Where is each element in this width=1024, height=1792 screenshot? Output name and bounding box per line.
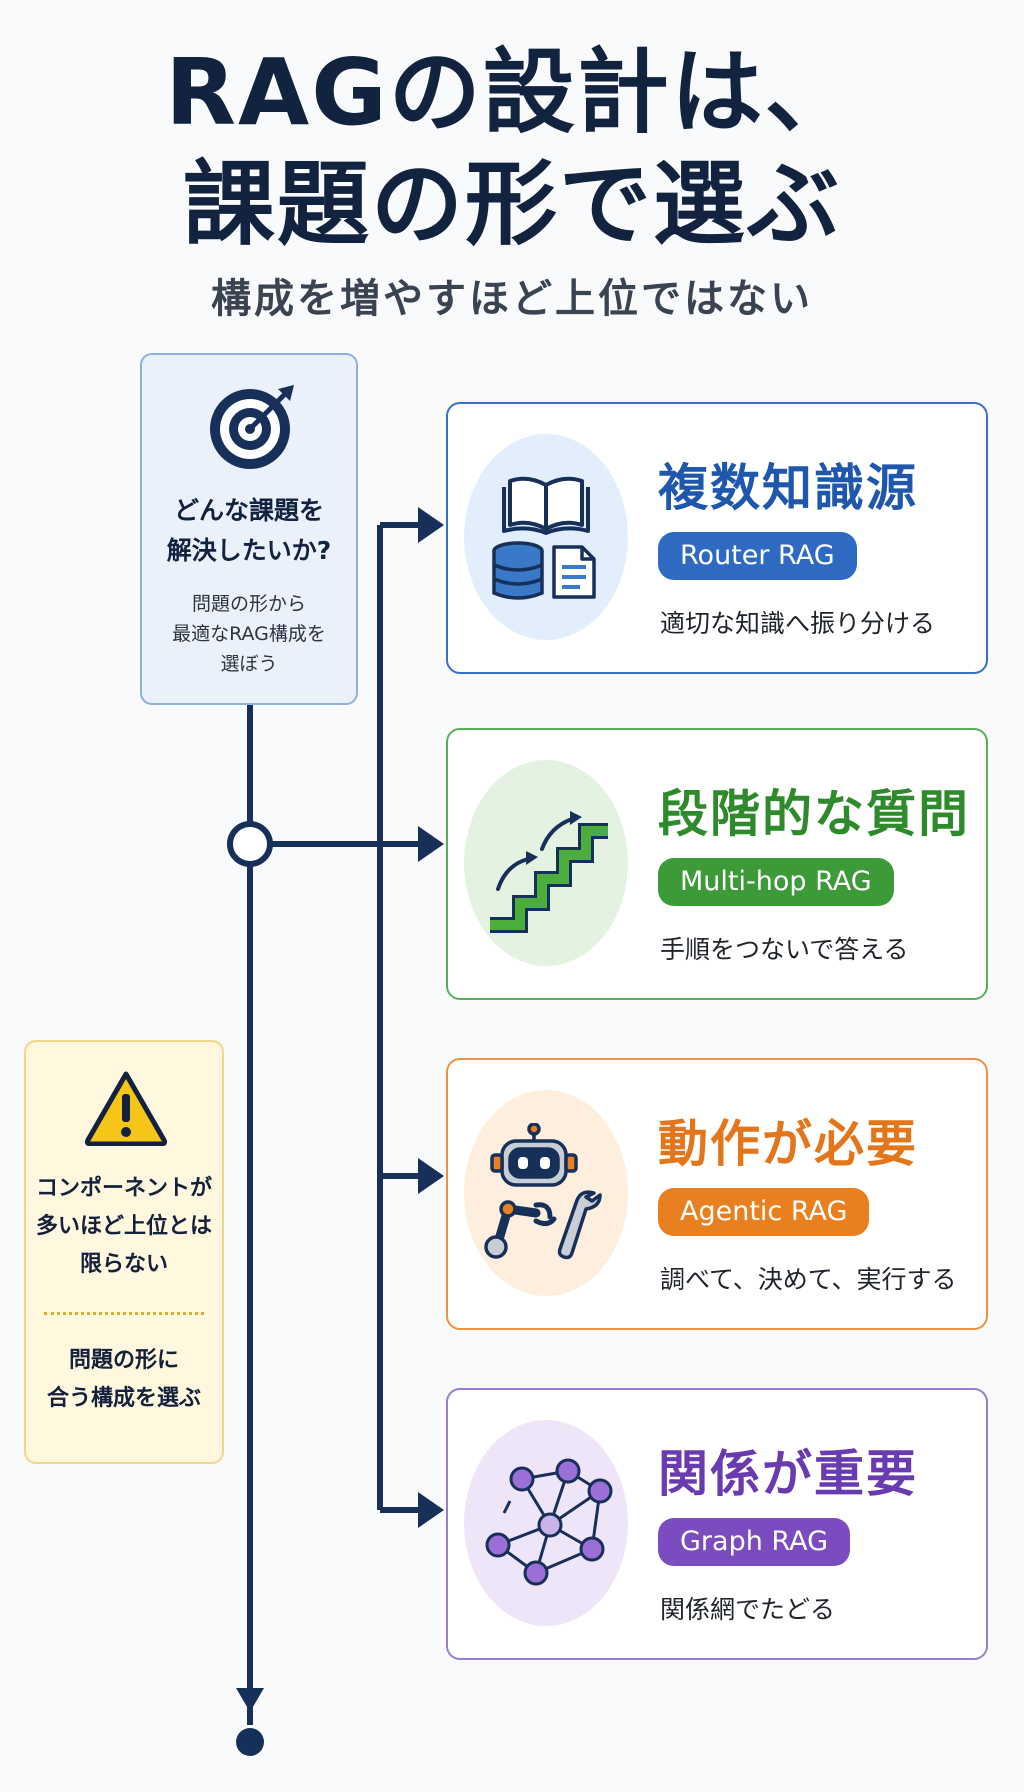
warning-bottom-text: 問題の形に 合う構成を選ぶ	[26, 1342, 222, 1418]
warning-line-5: 合う構成を選ぶ	[46, 1386, 201, 1411]
card-icon-background	[464, 760, 628, 966]
subtitle: 構成を増やすほど上位ではない	[211, 276, 813, 322]
trunk-arrow-head	[236, 1688, 264, 1712]
card-description: 適切な知識へ振り分ける	[660, 609, 936, 638]
question-line-2: 解決したいか?	[166, 536, 332, 565]
card-graph-rag: 関係が重要 Graph RAG 関係網でたどる	[446, 1388, 988, 1660]
warning-line-4: 問題の形に	[68, 1348, 179, 1373]
card-heading: 関係が重要	[658, 1445, 918, 1503]
warning-icon	[84, 1071, 168, 1146]
card-multi-hop-rag: 段階的な質問 Multi-hop RAG 手順をつないで答える	[446, 728, 988, 1000]
title-line-1: RAGの設計は、	[165, 39, 859, 146]
subtext-line-1: 問題の形から	[191, 593, 306, 615]
question-box: どんな課題を 解決したいか? 問題の形から 最適なRAG構成を 選ぼう	[140, 353, 358, 705]
card-heading: 段階的な質問	[658, 785, 970, 843]
title-line-2: 課題の形で選ぶ	[182, 151, 841, 258]
card-icon-background	[464, 1420, 628, 1626]
junction-node	[227, 821, 273, 867]
card-description: 調べて、決めて、実行する	[660, 1265, 957, 1294]
warning-line-1: コンポーネントが	[35, 1176, 212, 1201]
question-subtext: 問題の形から 最適なRAG構成を 選ぼう	[142, 589, 356, 679]
arrow-head-card-2	[418, 826, 444, 862]
question-text: どんな課題を 解決したいか?	[142, 491, 356, 571]
card-tag: Graph RAG	[658, 1518, 850, 1566]
card-tag: Multi-hop RAG	[658, 858, 894, 906]
arrow-head-card-1	[418, 507, 444, 543]
card-tag: Agentic RAG	[658, 1188, 870, 1236]
stairs-arrows-icon	[490, 811, 608, 933]
arrow-head-card-4	[418, 1492, 444, 1528]
warning-top-text: コンポーネントが 多いほど上位とは 限らない	[26, 1170, 222, 1284]
card-agentic-rag: 動作が必要 Agentic RAG 調べて、決めて、実行する	[446, 1058, 988, 1330]
card-icon-background	[464, 434, 628, 640]
question-line-1: どんな課題を	[173, 496, 324, 525]
warning-line-2: 多いほど上位とは	[35, 1214, 212, 1239]
card-heading: 動作が必要	[658, 1115, 918, 1173]
graph-network-icon	[485, 1458, 613, 1586]
trunk-end-dot	[236, 1728, 264, 1756]
card-description: 関係網でたどる	[660, 1595, 836, 1624]
card-description: 手順をつないで答える	[660, 935, 909, 964]
warning-box: コンポーネントが 多いほど上位とは 限らない 問題の形に 合う構成を選ぶ	[24, 1040, 224, 1464]
card-heading: 複数知識源	[658, 459, 918, 517]
robot-wrench-icon	[484, 1123, 602, 1260]
card-tag: Router RAG	[658, 532, 857, 580]
card-icon-background	[464, 1090, 628, 1296]
warning-divider	[44, 1312, 204, 1315]
card-router-rag: 複数知識源 Router RAG 適切な知識へ振り分ける	[446, 402, 988, 674]
arrow-head-card-3	[418, 1158, 444, 1194]
subtext-line-3: 選ぼう	[220, 653, 278, 675]
book-database-document-icon	[492, 476, 596, 600]
target-icon	[210, 385, 294, 469]
warning-line-3: 限らない	[79, 1252, 168, 1277]
subtext-line-2: 最適なRAG構成を	[172, 623, 326, 645]
